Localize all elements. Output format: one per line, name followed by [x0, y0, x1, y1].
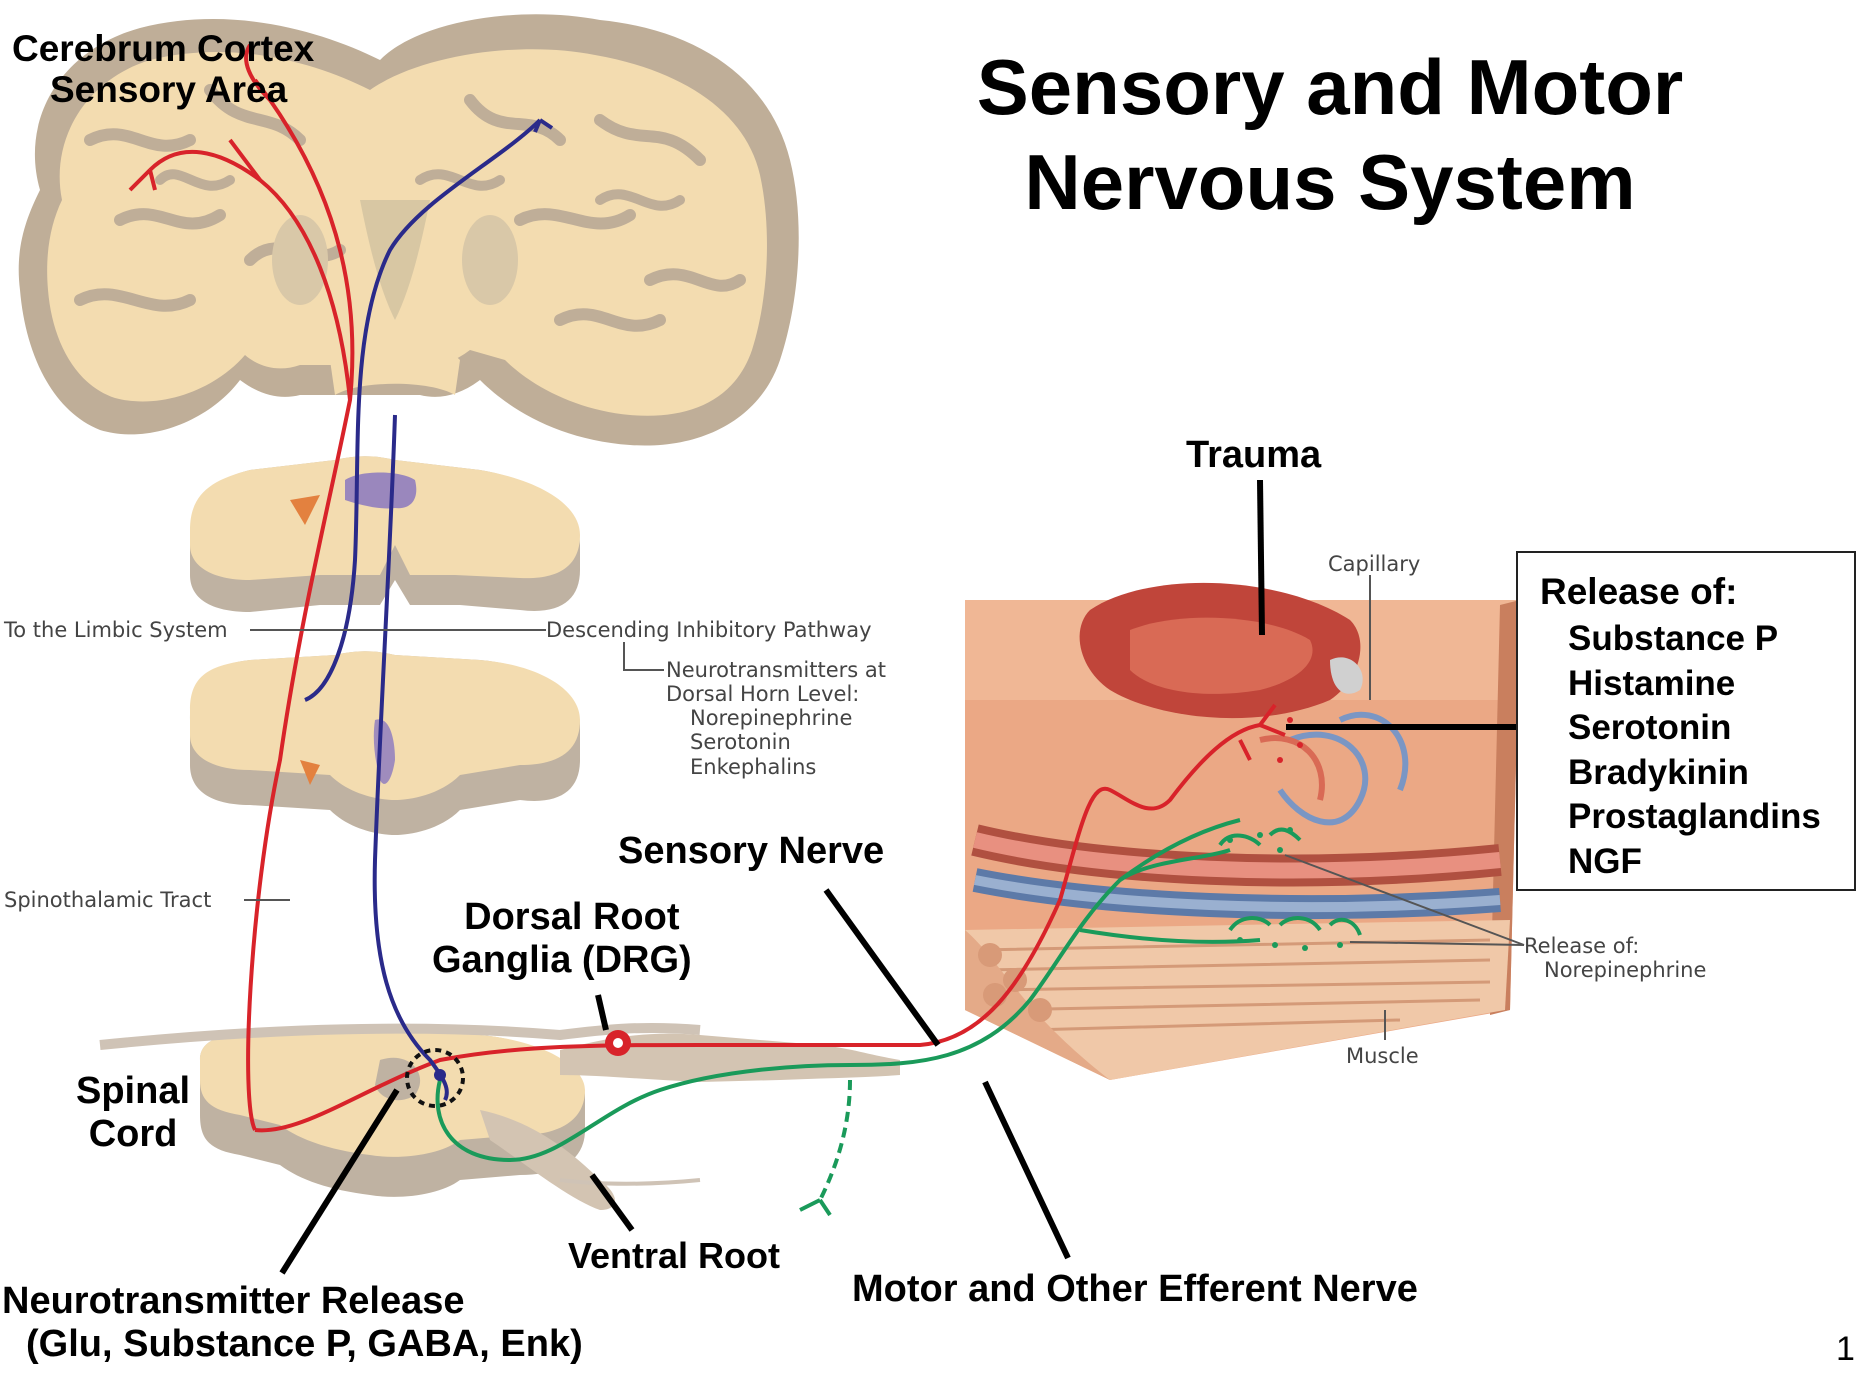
- nt-item-2: Serotonin: [666, 730, 886, 754]
- title-line-1: Sensory and Motor: [880, 40, 1780, 135]
- spinal-section-upper: [190, 456, 580, 612]
- release-box-title: Release of:: [1540, 571, 1737, 613]
- nt-item-1: Norepinephrine: [666, 706, 886, 730]
- cortex-label-line1: Cerebrum Cortex: [12, 28, 314, 69]
- spinal-cord-line1: Spinal: [76, 1070, 190, 1113]
- cortex-label-line2: Sensory Area: [12, 69, 314, 110]
- title-line-2: Nervous System: [880, 135, 1780, 230]
- nt-dorsal-line1: Neurotransmitters at: [666, 658, 886, 682]
- norepinephrine-release-label: Release of: Norepinephrine: [1524, 934, 1706, 982]
- release-item: Serotonin: [1568, 706, 1821, 751]
- ventral-root-label: Ventral Root: [568, 1236, 780, 1276]
- diagram-title: Sensory and Motor Nervous System: [880, 40, 1780, 230]
- nt-dorsal-line2: Dorsal Horn Level:: [666, 682, 886, 706]
- release-item: Substance P: [1568, 617, 1821, 662]
- limbic-label: To the Limbic System: [4, 618, 228, 642]
- norepinephrine-release-line1: Release of:: [1524, 934, 1706, 958]
- skin-tissue-block: [965, 583, 1520, 1080]
- trauma-label: Trauma: [1186, 434, 1321, 477]
- drg-label-line2: Ganglia (DRG): [432, 939, 692, 982]
- page-number: 1: [1836, 1330, 1855, 1368]
- cortex-label: Cerebrum Cortex Sensory Area: [12, 28, 314, 111]
- release-item: NGF: [1568, 840, 1821, 885]
- drg-label: Dorsal Root Ganglia (DRG): [452, 896, 692, 981]
- release-item: Bradykinin: [1568, 751, 1821, 796]
- descending-pathway-label: Descending Inhibitory Pathway: [546, 618, 872, 642]
- nt-release-label: Neurotransmitter Release (Glu, Substance…: [2, 1280, 583, 1365]
- spinal-section-lower: [100, 1028, 900, 1210]
- spinal-cord-line2: Cord: [76, 1113, 190, 1156]
- release-item: Histamine: [1568, 662, 1821, 707]
- nt-release-line1: Neurotransmitter Release: [2, 1280, 583, 1323]
- release-box: Release of: Substance P Histamine Seroto…: [1516, 551, 1856, 891]
- norepinephrine-release-line2: Norepinephrine: [1524, 958, 1706, 982]
- sensory-nerve-label: Sensory Nerve: [618, 830, 884, 873]
- nt-release-line2: (Glu, Substance P, GABA, Enk): [2, 1323, 583, 1366]
- spinothalamic-label: Spinothalamic Tract: [4, 888, 211, 912]
- drg-label-line1: Dorsal Root: [452, 896, 692, 939]
- spinal-cord-label: Spinal Cord: [76, 1070, 190, 1155]
- capillary-label: Capillary: [1328, 552, 1420, 576]
- motor-nerve-label: Motor and Other Efferent Nerve: [852, 1268, 1418, 1311]
- release-item: Prostaglandins: [1568, 795, 1821, 840]
- release-box-list: Substance P Histamine Serotonin Bradykin…: [1568, 617, 1821, 884]
- nt-item-3: Enkephalins: [666, 755, 886, 779]
- muscle-label: Muscle: [1346, 1044, 1419, 1068]
- nt-dorsal-label: Neurotransmitters at Dorsal Horn Level: …: [666, 658, 886, 779]
